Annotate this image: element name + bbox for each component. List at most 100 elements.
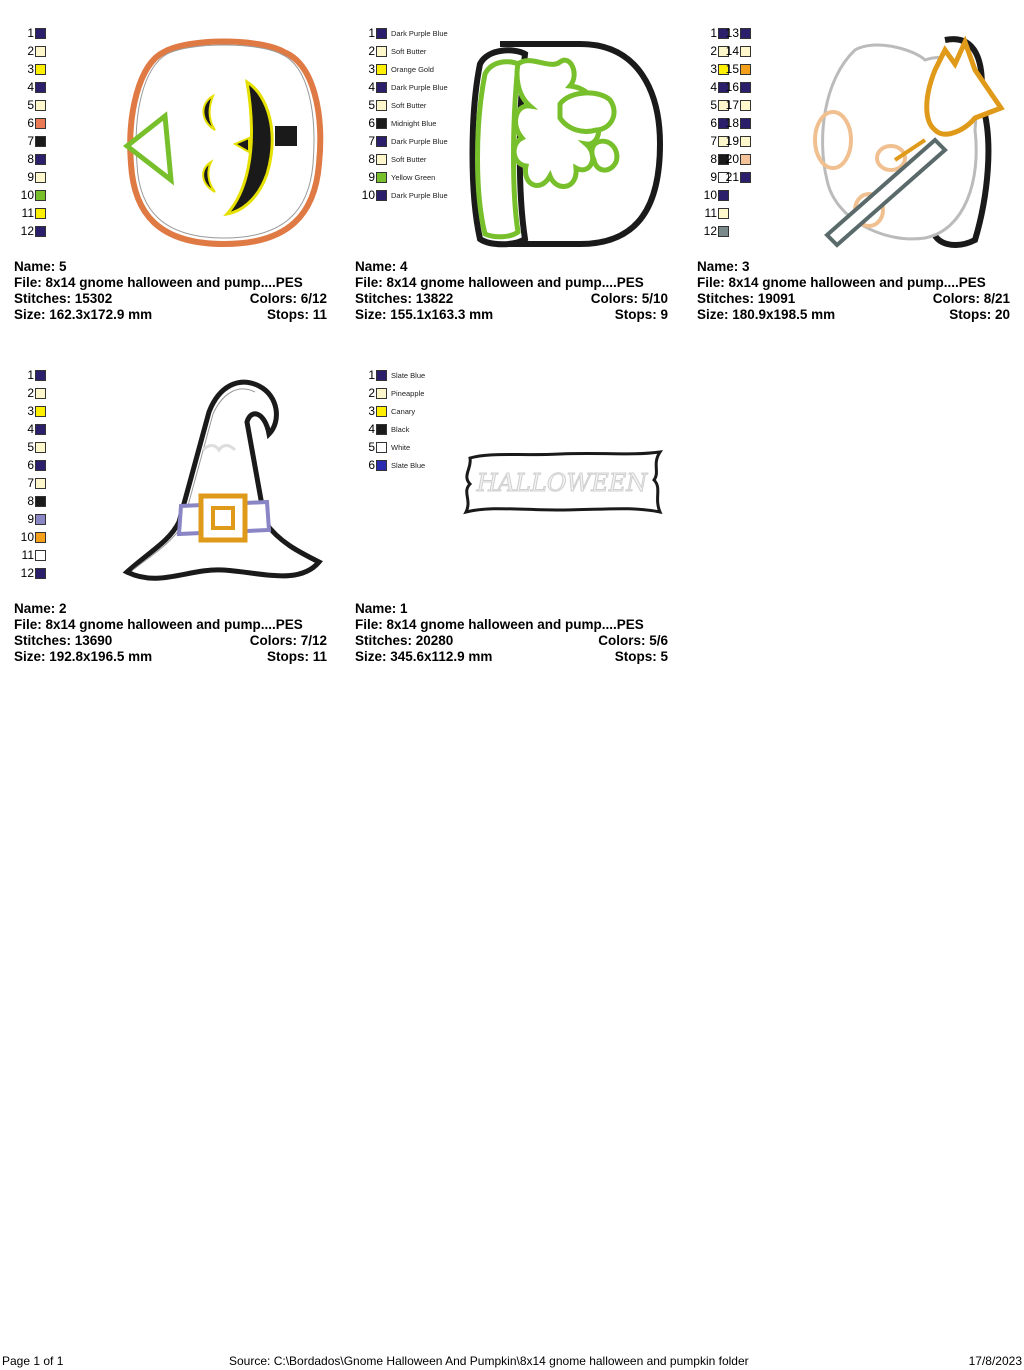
design-size: Size: 345.6x112.9 mm (355, 649, 493, 664)
design-stitches: Stitches: 20280 (355, 633, 454, 648)
swatch-color-box (35, 153, 46, 165)
swatch-number: 12 (703, 224, 717, 238)
color-swatch-row: 12 (14, 566, 46, 580)
design-name: Name: 1 (355, 601, 408, 616)
design-info: Name: 5 File: 8x14 gnome halloween and p… (14, 259, 327, 323)
color-swatch-row: 3 (14, 404, 46, 418)
swatch-number: 4 (368, 80, 375, 94)
swatch-number: 2 (368, 44, 375, 58)
swatch-color-box (376, 387, 387, 399)
color-swatch-row: 17 (719, 98, 751, 112)
color-swatch-row: 5 (14, 98, 46, 112)
swatch-number: 4 (27, 80, 34, 94)
design-info: Name: 4 File: 8x14 gnome halloween and p… (355, 259, 668, 323)
swatch-number: 3 (27, 404, 34, 418)
swatch-thread-name: Slate Blue (391, 370, 426, 380)
swatch-number: 7 (27, 134, 34, 148)
design-info: Name: 1 File: 8x14 gnome halloween and p… (355, 601, 668, 665)
swatch-number: 1 (368, 26, 375, 40)
swatch-color-box (376, 81, 387, 93)
swatch-color-box (35, 117, 46, 129)
color-swatch-row: 12 (14, 224, 46, 238)
swatch-number: 9 (368, 170, 375, 184)
swatch-number: 11 (21, 206, 34, 220)
page-number: Page 1 of 1 (2, 1354, 64, 1368)
color-swatch-row: 9 (14, 512, 46, 526)
color-swatch-row: 4 (14, 422, 46, 436)
design-stops: Stops: 5 (614, 649, 668, 664)
color-swatch-row: 10 (14, 530, 46, 544)
swatch-number: 6 (27, 458, 34, 472)
swatch-color-box (718, 117, 729, 129)
swatch-number: 2 (710, 44, 717, 58)
color-swatch-row: 3 (14, 62, 46, 76)
color-swatch-row: 3 Canary (355, 404, 415, 418)
color-swatch-row: 5 (14, 440, 46, 454)
swatch-color-box (740, 81, 751, 93)
color-swatch-row: 11 (14, 548, 46, 562)
design-stitches: Stitches: 15302 (14, 291, 113, 306)
swatch-color-box (35, 207, 46, 219)
swatch-number: 5 (368, 98, 375, 112)
swatch-number: 9 (27, 512, 34, 526)
design-file: File: 8x14 gnome halloween and pump....P… (14, 275, 303, 290)
color-swatch-row: 9 (697, 170, 729, 184)
witch-hat-design-preview (122, 379, 323, 581)
swatch-color-box (35, 405, 46, 417)
design-stops: Stops: 20 (949, 307, 1010, 322)
swatch-color-box (35, 495, 46, 507)
color-swatch-row: 1 (14, 368, 46, 382)
swatch-color-box (35, 459, 46, 471)
swatch-thread-name: Slate Blue (391, 460, 426, 470)
swatch-color-box (718, 135, 729, 147)
design-size: Size: 180.9x198.5 mm (697, 307, 836, 322)
swatch-color-box (718, 171, 729, 183)
swatch-color-box (35, 549, 46, 561)
swatch-number: 7 (368, 134, 375, 148)
swatch-thread-name: Canary (391, 406, 416, 416)
swatch-color-box (35, 423, 46, 435)
swatch-color-box (35, 513, 46, 525)
swatch-color-box (740, 135, 751, 147)
swatch-number: 6 (368, 458, 375, 472)
swatch-color-box (376, 441, 387, 453)
color-swatch-row: 3 (697, 62, 729, 76)
swatch-number: 8 (27, 152, 34, 166)
color-swatch-row: 10 (697, 188, 729, 202)
swatch-color-box (376, 135, 387, 147)
color-swatch-row: 6 (14, 458, 46, 472)
color-swatch-row: 16 (719, 80, 751, 94)
swatch-thread-name: Black (391, 424, 410, 434)
color-swatch-row: 8 (697, 152, 729, 166)
swatch-number: 15 (725, 62, 739, 76)
swatch-number: 1 (27, 26, 34, 40)
design-colors: Colors: 7/12 (249, 633, 327, 648)
design-file: File: 8x14 gnome halloween and pump....P… (697, 275, 986, 290)
design-stitches: Stitches: 19091 (697, 291, 796, 306)
swatch-number: 19 (725, 134, 739, 148)
design-name: Name: 3 (697, 259, 750, 274)
color-swatch-row: 2 (697, 44, 729, 58)
swatch-number: 6 (27, 116, 34, 130)
design-file: File: 8x14 gnome halloween and pump....P… (355, 275, 644, 290)
swatch-number: 10 (20, 530, 34, 544)
design-file: File: 8x14 gnome halloween and pump....P… (14, 617, 303, 632)
print-date: 17/8/2023 (968, 1354, 1022, 1368)
design-colors: Colors: 5/6 (598, 633, 668, 648)
swatch-thread-name: Pineapple (391, 388, 425, 398)
swatch-color-box (740, 171, 751, 183)
swatch-color-box (35, 171, 46, 183)
swatch-number: 3 (368, 404, 375, 418)
swatch-number: 4 (27, 422, 34, 436)
